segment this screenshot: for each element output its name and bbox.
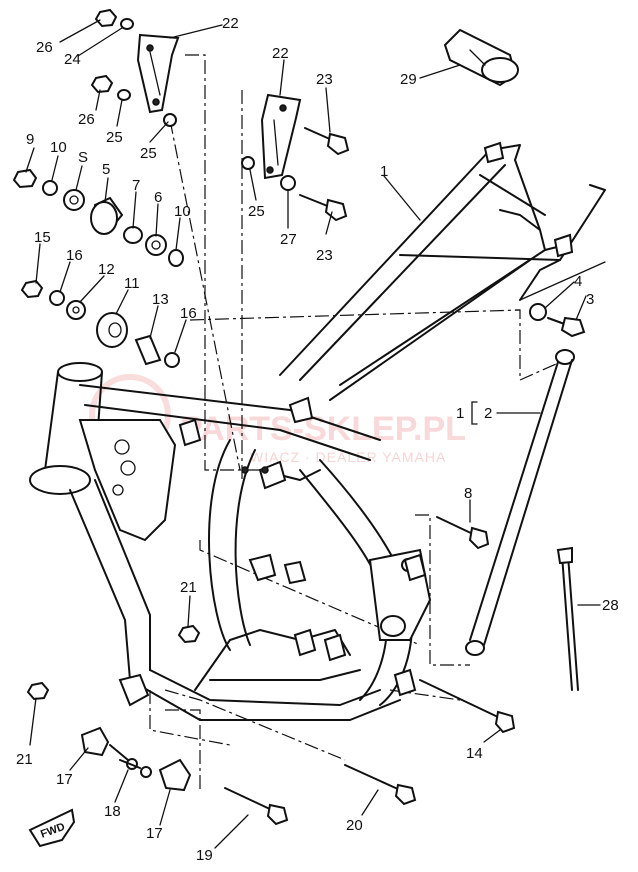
callout-10: 10 [50, 139, 67, 156]
main-frame [29, 141, 606, 721]
callout-14: 14 [466, 745, 483, 762]
leader-lines [25, 19, 606, 849]
watermark-main: PARTS-SKLEP.PL [180, 410, 466, 448]
guide-lines [149, 54, 566, 790]
callout-1: 1 [380, 163, 388, 180]
callout-6: 6 [154, 189, 162, 206]
callout-labels: 26 24 22 26 25 25 22 23 29 9 10 S 5 7 6 … [16, 15, 619, 864]
callout-20: 20 [346, 817, 363, 834]
frame-pad-29 [443, 28, 519, 87]
forward-arrow: FWD [28, 808, 76, 848]
callout-13: 13 [152, 291, 169, 308]
bolt-23-bottom [299, 194, 348, 222]
callout-21: 21 [16, 751, 33, 768]
callout-17: 17 [146, 825, 163, 842]
callout-11: 11 [124, 275, 140, 292]
callout-2: 2 [484, 405, 492, 422]
callout-4: 4 [574, 273, 582, 290]
callout-22: 22 [222, 15, 239, 32]
callout-24: 24 [64, 51, 81, 68]
engine-bracket-right [260, 93, 302, 180]
callout-10: 10 [174, 203, 191, 220]
callout-19: 19 [196, 847, 213, 864]
callout-23: 23 [316, 71, 333, 88]
callout-17: 17 [56, 771, 73, 788]
callout-s: S [78, 149, 88, 166]
callout-21: 21 [180, 579, 197, 596]
callout-23: 23 [316, 247, 333, 264]
callout-12: 12 [98, 261, 115, 278]
callout-29: 29 [400, 71, 417, 88]
callout-9: 9 [26, 131, 34, 148]
engine-bracket-left [136, 33, 180, 114]
callout-1-sub: 1 [456, 405, 464, 422]
watermark: PARTS-SKLEP.PL WIĄCZ · DEALER YAMAHA [89, 374, 466, 465]
callout-5: 5 [102, 161, 110, 178]
bolt-23-top [304, 127, 350, 156]
callout-8: 8 [464, 485, 472, 502]
rear-stay [465, 349, 575, 656]
callout-28: 28 [602, 597, 619, 614]
callout-26: 26 [78, 111, 95, 128]
callout-3: 3 [586, 291, 594, 308]
callout-26: 26 [36, 39, 53, 56]
callout-15: 15 [34, 229, 51, 246]
callout-25: 25 [140, 145, 157, 162]
callout-16: 16 [180, 305, 197, 322]
callout-18: 18 [104, 803, 121, 820]
callout-27: 27 [280, 231, 297, 248]
callout-22: 22 [272, 45, 289, 62]
callout-25: 25 [106, 129, 123, 146]
callout-25: 25 [248, 203, 265, 220]
callout-7: 7 [132, 177, 140, 194]
callout-16: 16 [66, 247, 83, 264]
watermark-sub: WIĄCZ · DEALER YAMAHA [250, 449, 446, 465]
